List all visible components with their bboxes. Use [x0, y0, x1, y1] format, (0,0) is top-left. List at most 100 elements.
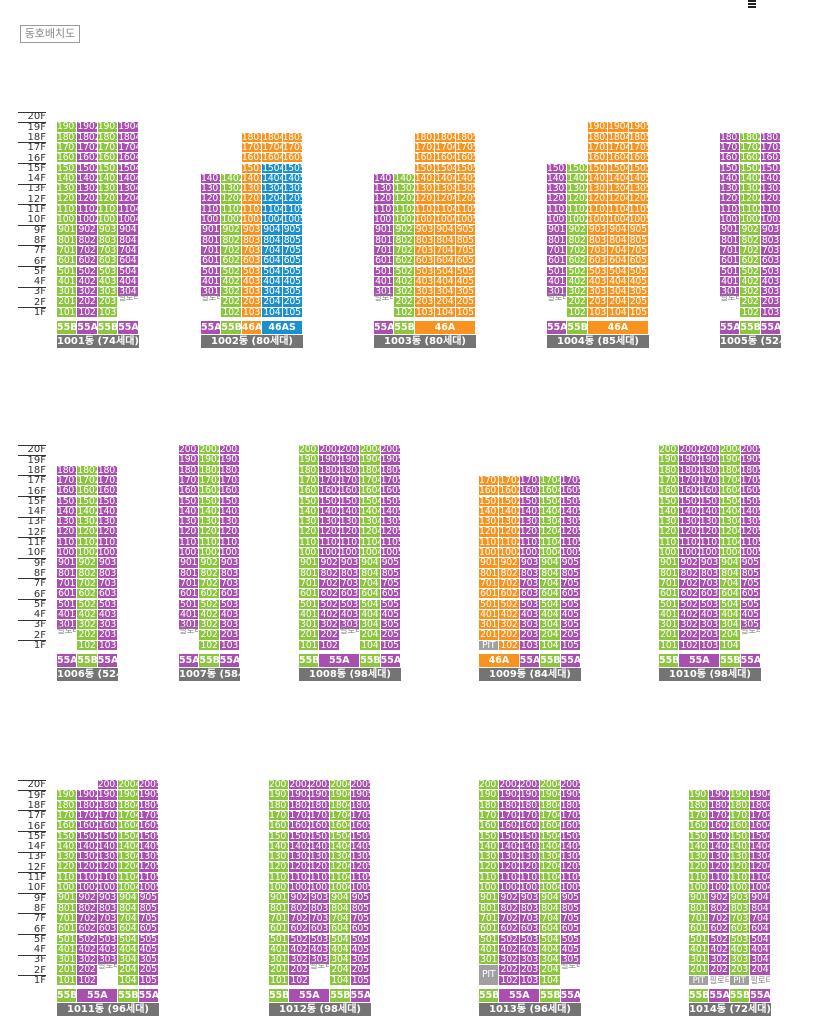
unit-cell[interactable]: 1503: [729, 831, 751, 842]
unit-cell[interactable]: 1302: [319, 517, 340, 528]
unit-cell[interactable]: 1404: [540, 506, 561, 518]
unit-cell[interactable]: 1203: [241, 194, 263, 205]
unit-cell[interactable]: 702: [199, 578, 220, 590]
unit-cell[interactable]: 1004: [360, 548, 381, 559]
unit-cell[interactable]: 701: [179, 578, 200, 590]
unit-cell[interactable]: 901: [57, 893, 78, 904]
unit-cell[interactable]: 1203: [699, 527, 721, 538]
unit-cell[interactable]: 1304: [608, 184, 629, 195]
unit-cell[interactable]: 404: [720, 609, 741, 621]
unit-cell[interactable]: 704: [262, 245, 283, 257]
unit-cell[interactable]: 1104: [750, 872, 771, 883]
unit-cell[interactable]: 601: [201, 256, 222, 267]
unit-cell[interactable]: 202: [221, 297, 242, 308]
unit-cell[interactable]: 504: [330, 934, 351, 945]
unit-cell[interactable]: 1005: [350, 883, 371, 894]
unit-cell[interactable]: 102: [567, 307, 588, 318]
unit-cell[interactable]: 1103: [241, 204, 263, 215]
unit-cell[interactable]: 705: [350, 913, 371, 925]
unit-cell[interactable]: 1303: [760, 184, 782, 195]
unit-cell[interactable]: 703: [339, 578, 361, 590]
unit-cell[interactable]: 1302: [77, 852, 98, 863]
unit-cell[interactable]: 1703: [219, 475, 241, 487]
unit-cell[interactable]: 502: [199, 599, 220, 610]
unit-cell[interactable]: 301: [57, 955, 78, 966]
unit-cell[interactable]: 404: [118, 944, 139, 956]
unit-cell[interactable]: 802: [679, 568, 700, 579]
unit-cell[interactable]: 1003: [587, 215, 609, 226]
unit-cell[interactable]: 503: [97, 266, 119, 277]
unit-cell[interactable]: 302: [394, 287, 415, 298]
unit-cell[interactable]: 1705: [282, 142, 303, 154]
unit-cell[interactable]: 703: [97, 913, 119, 925]
unit-cell[interactable]: 401: [299, 609, 320, 621]
unit-cell[interactable]: 1302: [199, 517, 220, 528]
unit-cell[interactable]: 602: [499, 924, 520, 935]
unit-cell[interactable]: 1103: [587, 204, 609, 215]
unit-cell[interactable]: 1503: [519, 831, 541, 842]
unit-cell[interactable]: 601: [479, 589, 500, 600]
unit-cell[interactable]: 804: [118, 235, 139, 246]
unit-cell[interactable]: 304: [262, 287, 283, 298]
unit-cell[interactable]: 802: [221, 235, 242, 246]
unit-cell[interactable]: 1402: [77, 173, 98, 185]
unit-cell[interactable]: 803: [97, 568, 119, 579]
unit-cell[interactable]: 1004: [262, 215, 283, 226]
unit-cell[interactable]: 901: [720, 225, 741, 236]
unit-cell[interactable]: 1602: [709, 821, 730, 832]
unit-cell[interactable]: 105: [560, 640, 581, 651]
unit-cell[interactable]: 204: [360, 630, 381, 641]
unit-cell[interactable]: 1304: [540, 852, 561, 863]
unit-cell[interactable]: 302: [499, 955, 520, 966]
unit-cell[interactable]: 905: [282, 225, 303, 236]
unit-cell[interactable]: 1504: [540, 496, 561, 507]
unit-cell[interactable]: 1205: [560, 862, 581, 873]
unit-cell[interactable]: 504: [118, 934, 139, 945]
unit-cell[interactable]: 505: [740, 599, 761, 610]
unit-cell[interactable]: 201: [57, 297, 78, 308]
unit-cell[interactable]: 1103: [219, 537, 241, 548]
unit-cell[interactable]: 1001: [547, 215, 568, 226]
unit-cell[interactable]: 501: [689, 934, 710, 945]
unit-cell[interactable]: 605: [560, 589, 581, 600]
unit-cell[interactable]: 1001: [57, 215, 78, 226]
unit-cell[interactable]: 1402: [679, 506, 700, 518]
unit-cell[interactable]: 1605: [628, 153, 649, 164]
unit-cell[interactable]: 203: [241, 297, 263, 308]
unit-cell[interactable]: 1803: [699, 465, 721, 476]
unit-cell[interactable]: 1102: [499, 872, 520, 883]
unit-cell[interactable]: 502: [709, 934, 730, 945]
unit-cell[interactable]: 901: [479, 558, 500, 569]
unit-cell[interactable]: 1004: [118, 883, 139, 894]
unit-cell[interactable]: 501: [269, 934, 290, 945]
unit-cell[interactable]: 1604: [435, 153, 456, 164]
unit-cell[interactable]: 1102: [77, 204, 98, 215]
unit-cell[interactable]: 1505: [455, 163, 476, 174]
unit-cell[interactable]: 1705: [628, 142, 649, 154]
unit-cell[interactable]: 201: [479, 630, 500, 641]
unit-cell[interactable]: 805: [455, 235, 476, 246]
unit-cell[interactable]: 603: [97, 256, 119, 267]
unit-cell[interactable]: 104: [330, 975, 351, 986]
unit-cell[interactable]: 205: [560, 630, 581, 641]
unit-cell[interactable]: 103: [414, 307, 436, 318]
unit-cell[interactable]: 305: [628, 287, 649, 298]
unit-cell[interactable]: 1404: [540, 841, 561, 853]
